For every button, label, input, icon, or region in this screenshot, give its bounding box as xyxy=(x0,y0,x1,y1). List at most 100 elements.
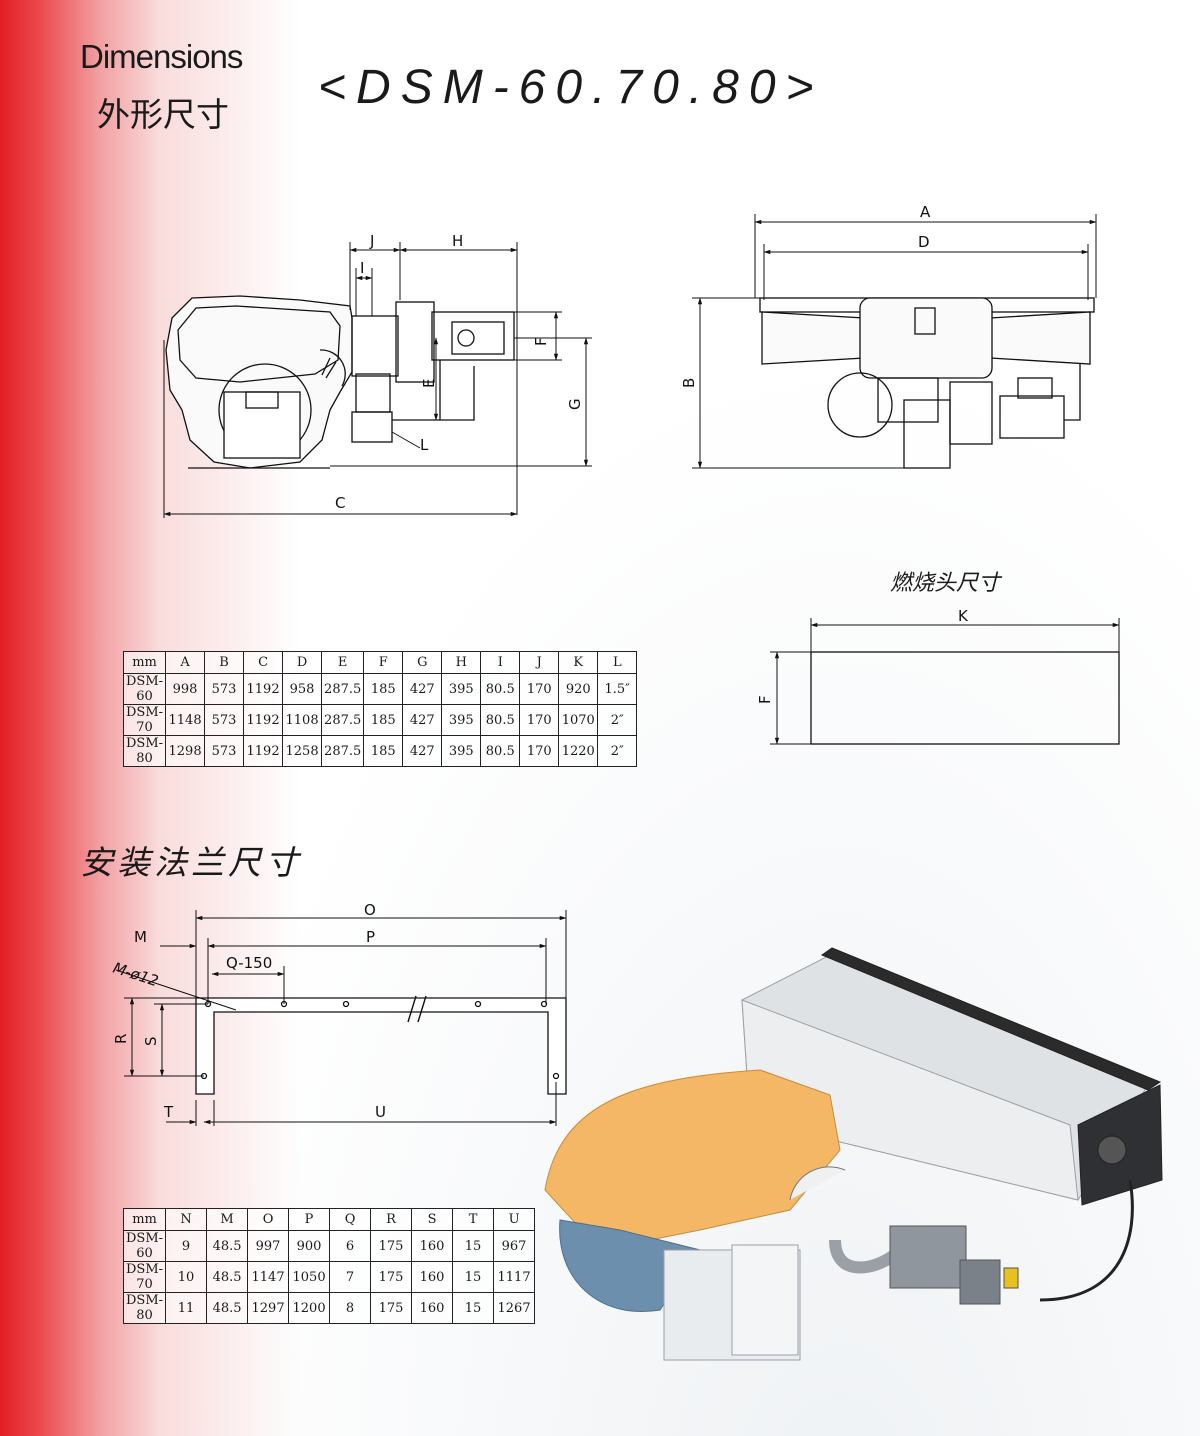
table-header-cell: E xyxy=(321,651,365,674)
table-cell: 15 xyxy=(452,1261,495,1293)
table-cell: 427 xyxy=(402,673,443,705)
table-cell: 48.5 xyxy=(206,1292,249,1324)
table-header-cell: G xyxy=(402,651,443,674)
table-cell: 1192 xyxy=(243,704,284,736)
table-cell: 6 xyxy=(329,1230,372,1262)
label-m: M xyxy=(134,928,147,946)
title-english: Dimensions xyxy=(80,38,243,75)
table-header-cell: C xyxy=(243,651,284,674)
combustion-head-title: 燃烧头尺寸 xyxy=(890,571,1001,596)
table-cell: 80.5 xyxy=(480,673,521,705)
label-k: K xyxy=(958,607,969,625)
table-cell: 427 xyxy=(402,704,443,736)
table-header-cell: F xyxy=(363,651,404,674)
table-cell: 175 xyxy=(370,1230,413,1262)
table-cell: 1192 xyxy=(243,673,284,705)
table-cell: 160 xyxy=(411,1292,454,1324)
table-cell: 160 xyxy=(411,1230,454,1262)
table-cell: DSM-60 xyxy=(122,1230,167,1262)
table-cell: DSM-60 xyxy=(122,673,167,705)
table-cell: 1298 xyxy=(165,735,206,767)
table-header-cell: mm xyxy=(122,651,167,674)
model-title: <DSM-60.70.80> xyxy=(318,61,824,114)
table-header-row: mm N M O P Q R S T U xyxy=(122,1208,536,1231)
flange-drawing xyxy=(195,995,567,1095)
table-row: DSM-60 998 573 1192 958 287.5 185 427 39… xyxy=(122,673,638,705)
side-view-drawing xyxy=(165,295,515,469)
table-cell: 900 xyxy=(288,1230,331,1262)
table-cell: 1117 xyxy=(493,1261,536,1293)
table-cell: 8 xyxy=(329,1292,372,1324)
label-p: P xyxy=(366,928,375,946)
table-cell: 395 xyxy=(441,673,482,705)
table-cell: 958 xyxy=(282,673,323,705)
table-cell: 395 xyxy=(441,704,482,736)
label-m-hole: M-ø12 xyxy=(111,959,161,991)
front-view-dimensions xyxy=(692,214,1097,469)
label-s: S xyxy=(142,1036,160,1046)
label-i: I xyxy=(360,259,364,277)
table-header-cell: R xyxy=(370,1208,413,1231)
side-view-dimensions xyxy=(163,242,592,518)
table-cell: 15 xyxy=(452,1230,495,1262)
table-header-cell: D xyxy=(282,651,323,674)
main-dimensions-table: mm A B C D E F G H I J K L DSM-60 998 57… xyxy=(122,651,638,767)
table-header-cell: O xyxy=(247,1208,290,1231)
table-cell: 7 xyxy=(329,1261,372,1293)
flange-dimensions-table: mm N M O P Q R S T U DSM-60 9 48.5 997 9… xyxy=(122,1208,536,1324)
table-header-cell: I xyxy=(480,651,521,674)
flange-dimensions xyxy=(115,910,567,1126)
table-header-cell: K xyxy=(558,651,599,674)
combustion-head-drawing xyxy=(770,618,1120,745)
table-cell: 1267 xyxy=(493,1292,536,1324)
table-cell: 573 xyxy=(204,704,245,736)
table-row: DSM-70 1148 573 1192 1108 287.5 185 427 … xyxy=(122,704,638,736)
table-cell: 573 xyxy=(204,673,245,705)
table-cell: 998 xyxy=(165,673,206,705)
table-cell: 15 xyxy=(452,1292,495,1324)
table-header-cell: N xyxy=(165,1208,208,1231)
table-cell: 1.5″ xyxy=(597,673,638,705)
label-d: D xyxy=(918,233,930,251)
table-cell: 11 xyxy=(165,1292,208,1324)
table-cell: 2″ xyxy=(597,735,638,767)
table-row: DSM-60 9 48.5 997 900 6 175 160 15 967 xyxy=(122,1230,536,1262)
table-cell: 395 xyxy=(441,735,482,767)
table-header-cell: T xyxy=(452,1208,495,1231)
label-o: O xyxy=(364,901,376,919)
table-cell: DSM-70 xyxy=(122,704,167,736)
table-cell: DSM-80 xyxy=(122,1292,167,1324)
table-header-cell: B xyxy=(204,651,245,674)
table-cell: 1070 xyxy=(558,704,599,736)
label-c: C xyxy=(335,494,345,512)
table-row: DSM-80 11 48.5 1297 1200 8 175 160 15 12… xyxy=(122,1292,536,1324)
label-q: Q-150 xyxy=(226,954,272,972)
table-cell: 170 xyxy=(519,704,560,736)
label-j: J xyxy=(369,232,374,250)
label-l: L xyxy=(420,436,429,454)
table-header-cell: Q xyxy=(329,1208,372,1231)
table-cell: 287.5 xyxy=(321,704,365,736)
label-h: H xyxy=(452,232,463,250)
burner-render-image xyxy=(544,947,1163,1361)
table-cell: 185 xyxy=(363,735,404,767)
table-cell: 967 xyxy=(493,1230,536,1262)
table-cell: 1220 xyxy=(558,735,599,767)
table-cell: 48.5 xyxy=(206,1230,249,1262)
label-f-head: F xyxy=(756,695,774,704)
label-r: R xyxy=(112,1034,130,1044)
table-header-cell: U xyxy=(493,1208,536,1231)
table-cell: 1148 xyxy=(165,704,206,736)
table-cell: 427 xyxy=(402,735,443,767)
table-cell: 997 xyxy=(247,1230,290,1262)
table-header-row: mm A B C D E F G H I J K L xyxy=(122,651,638,674)
label-t: T xyxy=(163,1103,174,1121)
table-cell: 1200 xyxy=(288,1292,331,1324)
table-header-cell: J xyxy=(519,651,560,674)
title-chinese: 外形尺寸 xyxy=(97,95,229,134)
table-cell: 80.5 xyxy=(480,735,521,767)
table-cell: 1258 xyxy=(282,735,323,767)
table-cell: 48.5 xyxy=(206,1261,249,1293)
table-cell: 9 xyxy=(165,1230,208,1262)
